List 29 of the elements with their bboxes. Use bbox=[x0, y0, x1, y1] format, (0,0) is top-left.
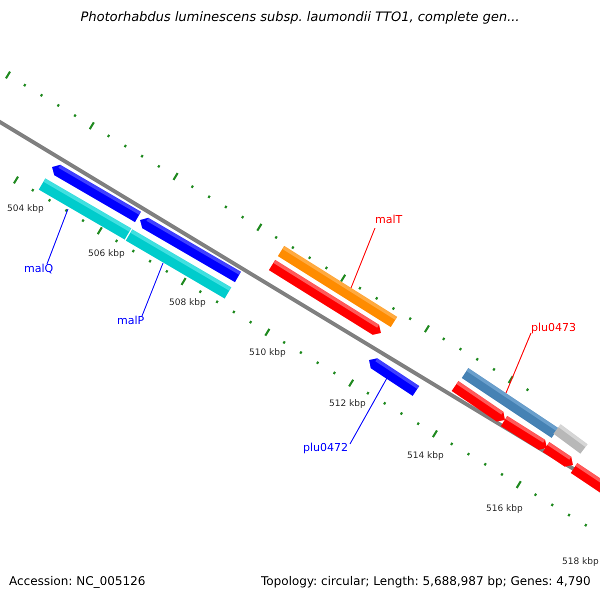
gene-block bbox=[52, 164, 141, 222]
leader-line bbox=[350, 378, 388, 444]
title: Photorhabdus luminescens subsp. laumondii TTO1, complete gen... bbox=[80, 10, 520, 25]
gene-block bbox=[268, 260, 381, 335]
axis-label: 518 kbp bbox=[562, 557, 599, 567]
axis-label: 512 kbp bbox=[329, 399, 366, 409]
axis-label: 504 kbp bbox=[7, 204, 44, 214]
gene-block bbox=[452, 381, 505, 422]
gene-block bbox=[500, 416, 547, 450]
gene-label: plu0472 bbox=[303, 441, 348, 454]
gene-block bbox=[542, 442, 573, 467]
axis-label: 514 kbp bbox=[407, 451, 444, 461]
accession-text: Accession: NC_005126 bbox=[9, 574, 146, 588]
gene-label: malQ bbox=[24, 262, 54, 275]
axis-label: 516 kbp bbox=[486, 504, 523, 514]
leader-line bbox=[506, 332, 532, 394]
axis-label: 508 kbp bbox=[169, 298, 206, 308]
leader-line bbox=[46, 208, 68, 264]
leader-line bbox=[142, 262, 164, 316]
axis-label: 510 kbp bbox=[249, 348, 286, 358]
gene-block bbox=[369, 358, 420, 396]
gene-label: plu0473 bbox=[531, 321, 576, 334]
gene-label: malP bbox=[117, 314, 144, 327]
gene-label: malT bbox=[375, 213, 402, 226]
gene-block bbox=[570, 463, 600, 494]
gene-block bbox=[140, 218, 241, 282]
axis-label: 506 kbp bbox=[88, 249, 125, 259]
genome-summary: Topology: circular; Length: 5,688,987 bp; Genes: 4,790 bbox=[261, 574, 591, 588]
leader-line bbox=[350, 228, 376, 288]
